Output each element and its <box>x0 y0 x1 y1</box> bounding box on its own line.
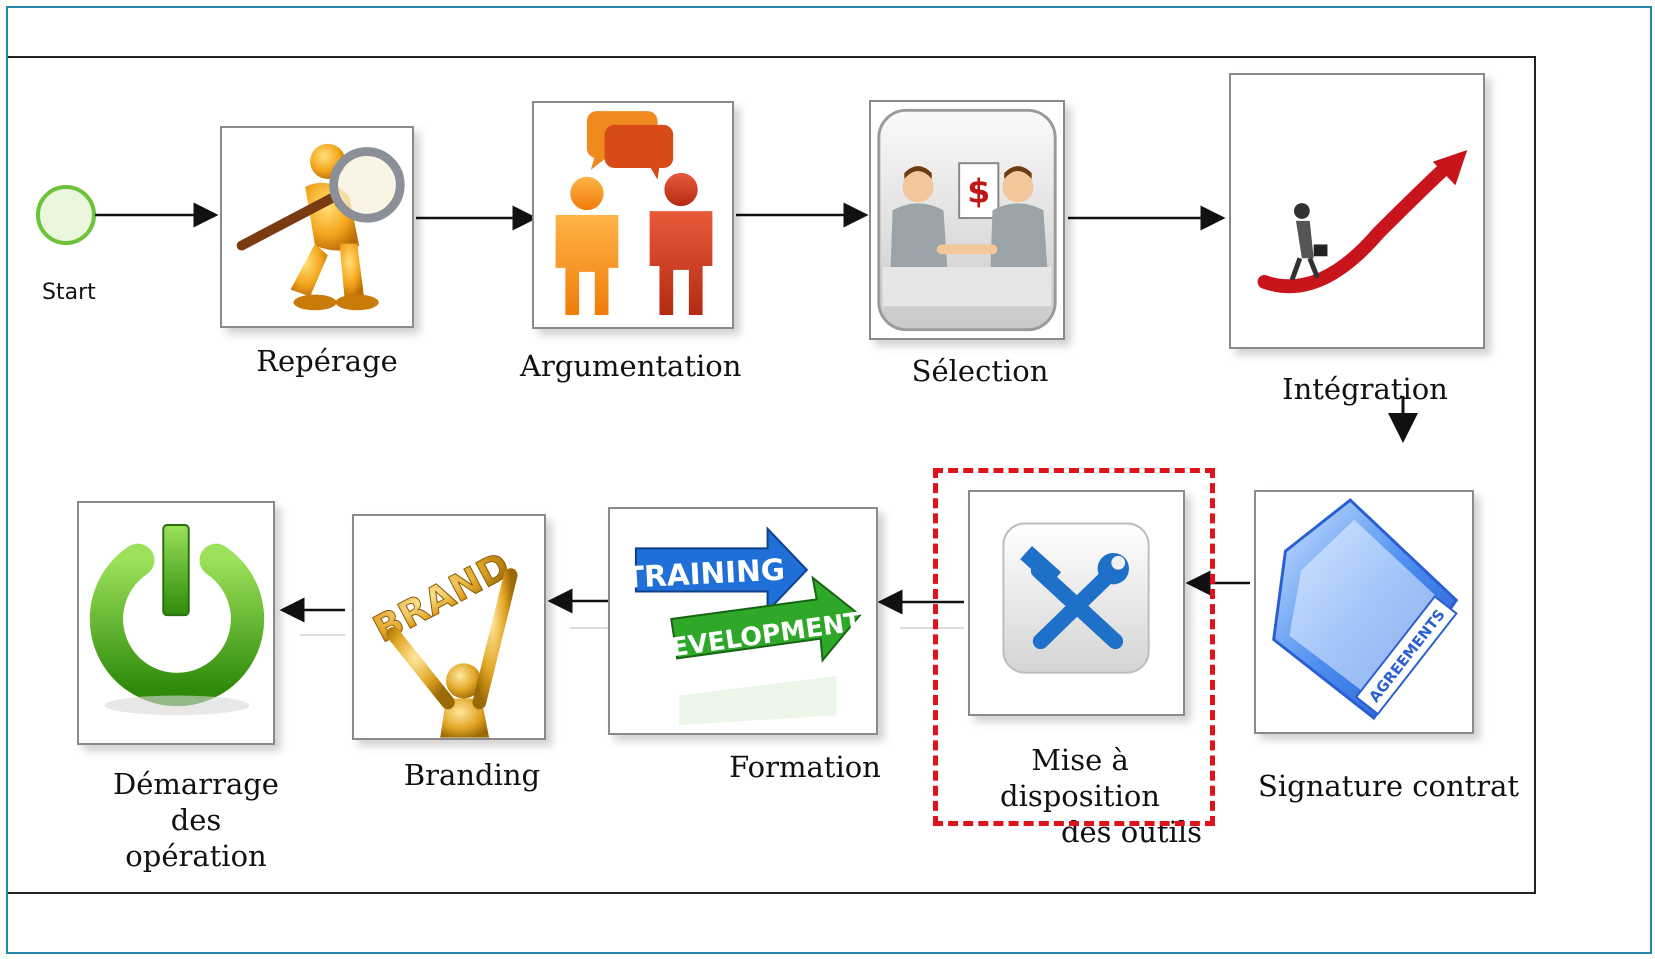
outer-frame <box>6 6 1652 954</box>
agreements-folder-icon: AGREEMENTS <box>1272 498 1459 721</box>
start-event <box>36 185 96 245</box>
label-argumentation: Argumentation <box>520 349 742 383</box>
label-demarrage: Démarrage des opération <box>84 766 308 874</box>
label-selection: Sélection <box>911 354 1049 388</box>
training-development-icon: TRAINING DEVELOPMENT <box>623 526 864 726</box>
step-signature-contrat[interactable]: AGREEMENTS <box>1254 490 1474 734</box>
tools-icon <box>1002 522 1150 674</box>
step-argumentation[interactable] <box>532 101 734 329</box>
power-icon <box>89 524 265 716</box>
label-formation: Formation <box>729 750 881 784</box>
magnifier-figure-icon <box>236 143 405 311</box>
label-branding: Branding <box>403 758 541 792</box>
label-demarrage-line2: opération <box>125 839 267 873</box>
svg-text:$: $ <box>967 171 990 210</box>
step-integration[interactable] <box>1229 73 1485 349</box>
step-reperage[interactable] <box>220 126 414 328</box>
highlight-dashed-box <box>933 468 1215 826</box>
negotiation-icon: $ <box>877 108 1057 332</box>
step-mise-a-disposition[interactable] <box>968 490 1185 716</box>
speech-people-icon <box>555 111 713 315</box>
label-demarrage-line1: Démarrage des <box>113 767 279 837</box>
label-reperage: Repérage <box>256 344 398 378</box>
growth-arrow-icon <box>1257 149 1468 294</box>
step-demarrage[interactable] <box>77 501 275 745</box>
diagram-frame <box>8 56 1536 894</box>
label-signature-contrat: Signature contrat <box>1258 769 1520 803</box>
label-mise-a-disposition-line2: des outils <box>1060 815 1202 849</box>
label-integration: Intégration <box>1282 372 1448 406</box>
step-branding[interactable]: BRAND <box>352 514 546 740</box>
step-selection[interactable]: $ <box>869 100 1065 340</box>
label-mise-a-disposition: Mise à disposition des outils <box>958 742 1202 850</box>
label-mise-a-disposition-line1: Mise à disposition <box>1000 743 1160 813</box>
start-label: Start <box>42 280 96 305</box>
step-formation[interactable]: TRAINING DEVELOPMENT <box>608 507 878 735</box>
training-text: TRAINING <box>623 552 786 594</box>
brand-figure-icon: BRAND <box>365 542 518 738</box>
